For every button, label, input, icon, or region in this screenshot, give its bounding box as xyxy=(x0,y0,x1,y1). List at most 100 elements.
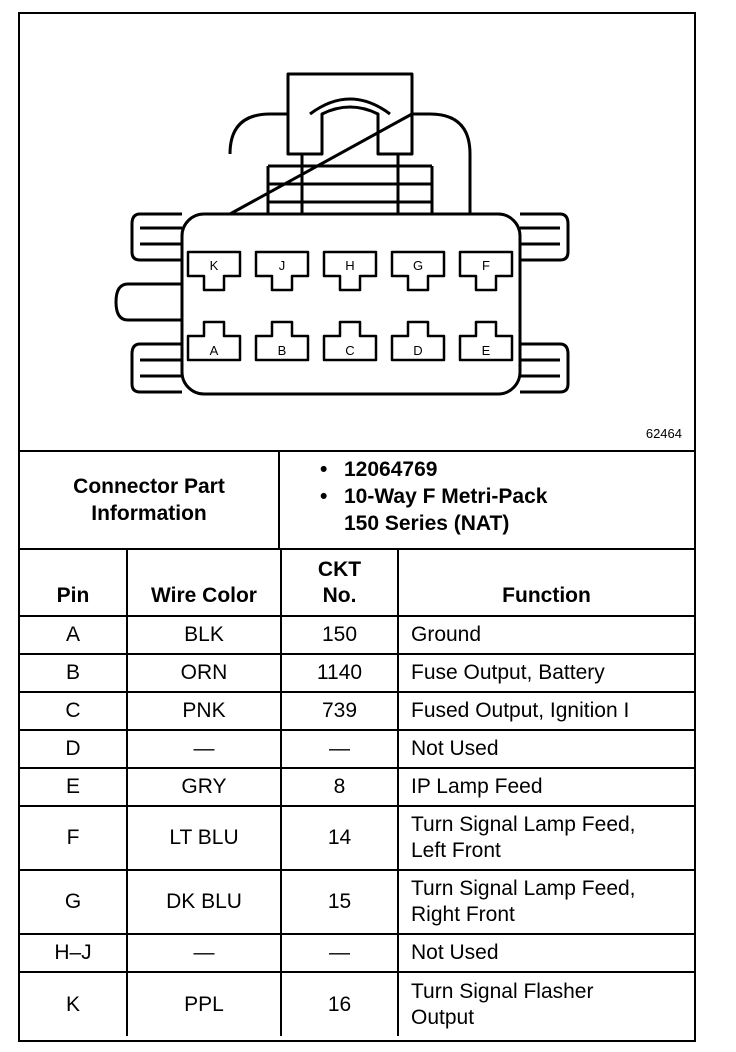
pin-letter-d: D xyxy=(413,343,422,358)
pin-cell: A xyxy=(20,615,128,655)
figure-id: 62464 xyxy=(645,426,682,441)
header-function: Function xyxy=(397,550,694,617)
wire-color-cell: LT BLU xyxy=(126,805,282,871)
pin-letter-g: G xyxy=(413,258,423,273)
part-number: 12064769 xyxy=(344,458,438,481)
connector-part-info: Connector Part Information • 12064769 • … xyxy=(20,450,694,550)
connector-series: 150 Series (NAT) xyxy=(344,512,510,535)
pin-letter-a: A xyxy=(210,343,219,358)
function-line1: Not Used xyxy=(411,941,499,964)
ckt-cell: 16 xyxy=(280,971,399,1036)
pin-cell: D xyxy=(20,729,128,769)
function-line1: IP Lamp Feed xyxy=(411,775,543,798)
function-line1: Turn Signal Lamp Feed, xyxy=(411,877,636,900)
pin-cavity-e xyxy=(458,320,514,362)
function-cell: Turn Signal Lamp Feed, Right Front xyxy=(397,869,694,935)
pin-cavity-c xyxy=(322,320,378,362)
bullet: • xyxy=(320,458,328,481)
pin-cavity-a xyxy=(186,320,242,362)
pin-letter-h: H xyxy=(345,258,354,273)
ckt-cell: 8 xyxy=(280,767,399,807)
pin-cavity-g xyxy=(390,250,446,292)
pin-letter-e: E xyxy=(482,343,491,358)
ckt-cell: 15 xyxy=(280,869,399,935)
header-ckt-line2: No. xyxy=(322,584,357,607)
pin-cell: E xyxy=(20,767,128,807)
function-line2: Right Front xyxy=(411,903,515,926)
function-cell: Not Used xyxy=(397,729,694,769)
function-line2: Left Front xyxy=(411,839,501,862)
pin-letter-c: C xyxy=(345,343,354,358)
function-line1: Turn Signal Flasher xyxy=(411,979,594,1003)
wire-color-cell: PPL xyxy=(126,971,282,1036)
table-row: D——Not Used xyxy=(20,729,694,769)
function-cell: Fused Output, Ignition I xyxy=(397,691,694,731)
pin-cell: H–J xyxy=(20,933,128,973)
info-label-line1: Connector Part xyxy=(73,475,225,498)
header-wire-color: Wire Color xyxy=(126,550,282,617)
pin-cavity-h xyxy=(322,250,378,292)
function-line1: Fuse Output, Battery xyxy=(411,661,605,684)
function-line2: Output xyxy=(411,1005,475,1029)
function-cell: Ground xyxy=(397,615,694,655)
wire-color-cell: — xyxy=(126,933,282,973)
pin-cavity-d xyxy=(390,320,446,362)
info-label-line2: Information xyxy=(91,502,207,525)
bullet: • xyxy=(320,485,328,508)
info-list: • 12064769 • 10-Way F Metri-Pack 150 Ser… xyxy=(320,456,547,537)
function-cell: IP Lamp Feed xyxy=(397,767,694,807)
info-item: 150 Series (NAT) xyxy=(320,510,547,537)
pin-cell: B xyxy=(20,653,128,693)
connector-right-ribs xyxy=(520,212,570,394)
info-item: • 10-Way F Metri-Pack xyxy=(320,483,547,510)
ckt-cell: 150 xyxy=(280,615,399,655)
connector-type: 10-Way F Metri-Pack xyxy=(344,485,548,508)
pin-cell: K xyxy=(20,971,128,1036)
function-line1: Turn Signal Lamp Feed, xyxy=(411,813,636,836)
info-item: • 12064769 xyxy=(320,456,547,483)
ckt-cell: 1140 xyxy=(280,653,399,693)
pin-letter-k: K xyxy=(210,258,219,273)
wire-color-cell: — xyxy=(126,729,282,769)
pin-cell: C xyxy=(20,691,128,731)
connector-face xyxy=(180,212,522,396)
header-ckt-line1: CKT xyxy=(317,558,362,581)
connector-figure: K J H G F A B C D E 62464 xyxy=(20,14,694,450)
table-header-row: Pin Wire Color CKT No. Function xyxy=(20,550,694,617)
function-line1: Not Used xyxy=(411,737,499,760)
wire-color-cell: ORN xyxy=(126,653,282,693)
function-cell: Fuse Output, Battery xyxy=(397,653,694,693)
header-pin: Pin xyxy=(20,550,128,617)
connector-drawing: K J H G F A B C D E xyxy=(114,72,570,396)
pin-letter-f: F xyxy=(482,258,490,273)
ckt-cell: 739 xyxy=(280,691,399,731)
pin-letter-j: J xyxy=(279,258,286,273)
function-line1: Ground xyxy=(411,623,482,646)
pin-letter-b: B xyxy=(278,343,287,358)
pin-cell: F xyxy=(20,805,128,871)
ckt-cell: — xyxy=(280,933,399,973)
pin-cavity-b xyxy=(254,320,310,362)
ckt-cell: 14 xyxy=(280,805,399,871)
function-cell: Not Used xyxy=(397,933,694,973)
pin-cell: G xyxy=(20,869,128,935)
pin-cavity-f xyxy=(458,250,514,292)
connector-rear-housing xyxy=(228,112,472,216)
wire-color-cell: PNK xyxy=(126,691,282,731)
pin-cavity-k xyxy=(186,250,242,292)
function-line1: Fused Output, Ignition I xyxy=(411,699,630,722)
header-ckt: CKT No. xyxy=(280,550,399,617)
wire-color-cell: BLK xyxy=(126,615,282,655)
connector-latch xyxy=(286,72,414,156)
ckt-cell: — xyxy=(280,729,399,769)
